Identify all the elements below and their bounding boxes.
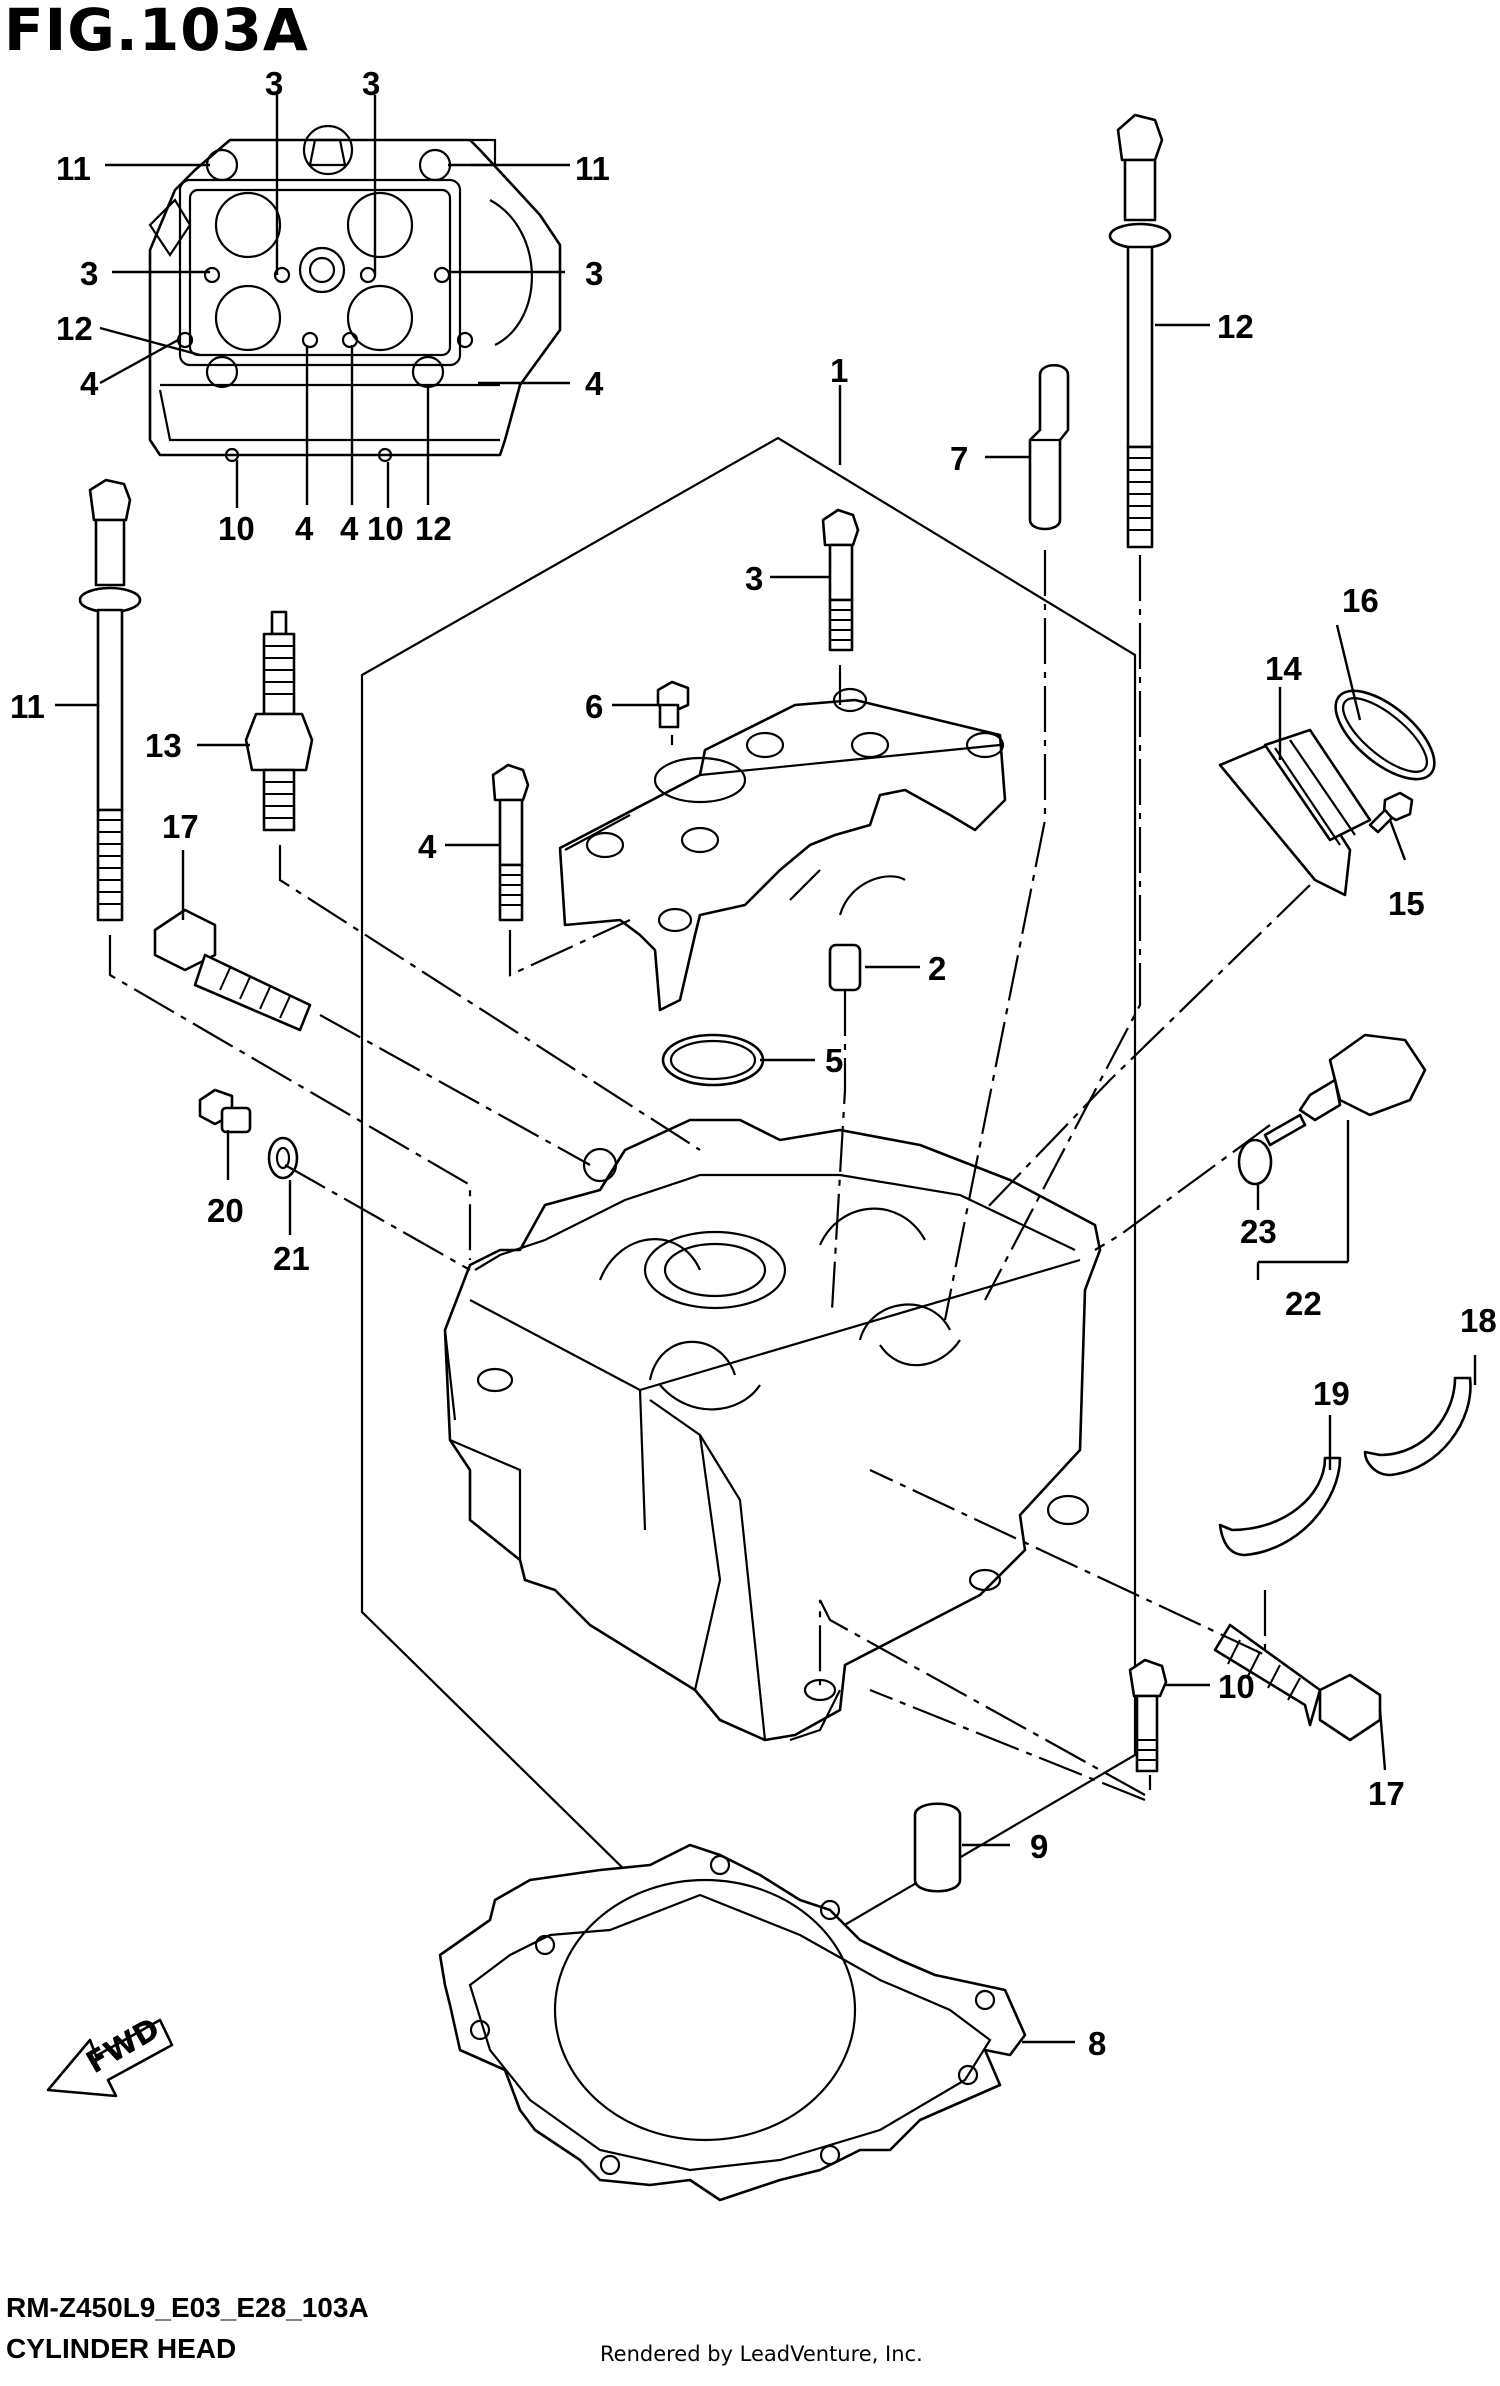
callout-17: 17 xyxy=(1368,1775,1405,1812)
callout-14: 14 xyxy=(1265,650,1302,687)
callout-5: 5 xyxy=(825,1042,843,1079)
screw-15 xyxy=(1368,791,1414,834)
small-bolt-10 xyxy=(1128,1658,1168,1773)
long-bolt-11 xyxy=(78,478,142,922)
callout-12: 12 xyxy=(1217,308,1254,345)
cap-bolt-4 xyxy=(491,763,530,922)
cover-18 xyxy=(1363,1376,1472,1477)
callout-12: 12 xyxy=(415,510,452,547)
o-ring-5 xyxy=(661,1033,765,1087)
callout-11: 11 xyxy=(56,150,91,187)
cylinder-head-group-outline xyxy=(360,436,1137,1987)
spark-plug-13 xyxy=(244,610,314,832)
figure-title: FIG.103A xyxy=(4,0,309,64)
camshaft-holder xyxy=(558,687,1007,1012)
gasket-8 xyxy=(438,1843,1027,2202)
dowel-2 xyxy=(828,943,862,992)
callout-7: 7 xyxy=(950,440,968,477)
leader-lines xyxy=(55,95,1477,2044)
callout-3: 3 xyxy=(745,560,763,597)
callout-10: 10 xyxy=(367,510,404,547)
callout-3: 3 xyxy=(265,65,283,102)
cylinder-head xyxy=(443,1118,1102,1742)
callout-23: 23 xyxy=(1240,1213,1277,1250)
cover-19 xyxy=(1218,1456,1342,1557)
callout-3: 3 xyxy=(80,255,98,292)
callout-1: 1 xyxy=(830,352,848,389)
o-ring-23 xyxy=(1237,1138,1273,1186)
plug-20 xyxy=(198,1088,252,1134)
callout-10: 10 xyxy=(1218,1668,1255,1705)
dowel-7 xyxy=(1028,363,1070,531)
callout-20: 20 xyxy=(207,1192,244,1229)
inset-top-view xyxy=(148,124,562,463)
long-bolt-12 xyxy=(1108,113,1172,549)
render-credit: Rendered by LeadVenture, Inc. xyxy=(600,2342,923,2366)
callout-10: 10 xyxy=(218,510,255,547)
cap-bolt-3 xyxy=(821,508,860,652)
callout-3: 3 xyxy=(585,255,603,292)
callout-4: 4 xyxy=(418,828,437,865)
callout-22: 22 xyxy=(1285,1285,1322,1322)
washer-21 xyxy=(267,1136,299,1180)
callout-15: 15 xyxy=(1388,885,1425,922)
callout-9: 9 xyxy=(1030,1828,1048,1865)
callout-4: 4 xyxy=(295,510,314,547)
callout-12: 12 xyxy=(56,310,93,347)
sensor-22 xyxy=(1263,1033,1427,1147)
assembly-lines xyxy=(108,550,1311,1802)
intake-pipe-14 xyxy=(1218,728,1372,897)
small-bolt-6 xyxy=(656,680,690,729)
callout-4: 4 xyxy=(585,365,604,402)
callout-4: 4 xyxy=(340,510,359,547)
callout-16: 16 xyxy=(1342,582,1379,619)
fwd-arrow-icon: FWD xyxy=(46,2011,174,2098)
callout-11: 11 xyxy=(575,150,610,187)
model-code: RM-Z450L9_E03_E28_103A xyxy=(6,2292,369,2323)
flange-bolt-17-left xyxy=(153,908,312,1032)
callout-18: 18 xyxy=(1460,1302,1497,1339)
clamp-16 xyxy=(1334,689,1436,781)
callout-4: 4 xyxy=(80,365,99,402)
callouts: 11 3 3 11 3 3 12 4 4 10 4 4 10 12 1 7 12… xyxy=(10,65,1497,2062)
callout-6: 6 xyxy=(585,688,603,725)
callout-3: 3 xyxy=(362,65,380,102)
callout-11: 11 xyxy=(10,688,45,725)
callout-2: 2 xyxy=(928,950,946,987)
callout-13: 13 xyxy=(145,727,182,764)
callout-8: 8 xyxy=(1088,2025,1106,2062)
assembly-name: CYLINDER HEAD xyxy=(6,2333,237,2364)
callout-21: 21 xyxy=(273,1240,310,1277)
callout-19: 19 xyxy=(1313,1375,1350,1412)
callout-17: 17 xyxy=(162,808,199,845)
dowel-9 xyxy=(913,1802,962,1893)
